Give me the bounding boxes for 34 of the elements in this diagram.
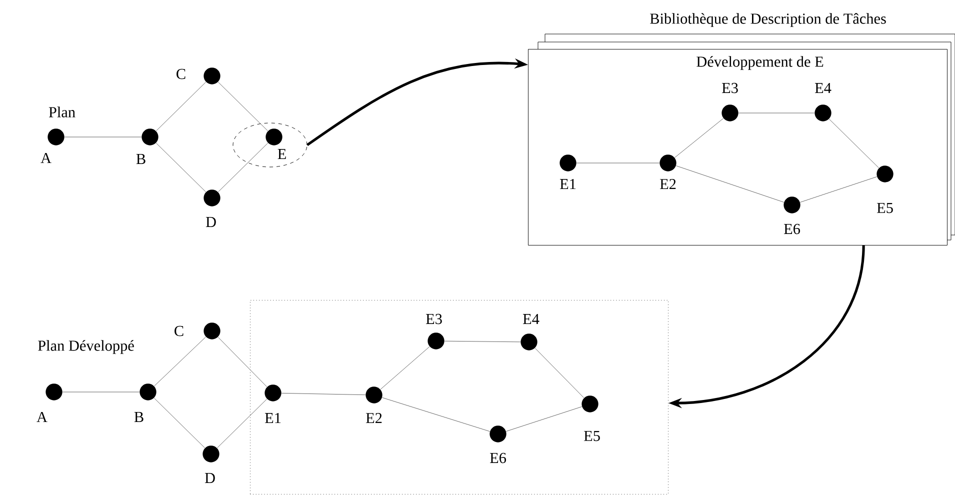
library-title: Bibliothèque de Description de Tâches (650, 13, 886, 27)
diagram-label: Plan Développé (38, 340, 134, 354)
connector-line (506, 406, 582, 432)
connector-line (218, 142, 268, 192)
connector-line (64, 136, 142, 138)
connector-line (281, 392, 366, 396)
node-label: A (36, 412, 48, 422)
dashed-ellipse (232, 122, 308, 168)
connector-line (380, 346, 430, 390)
node-label: E3 (426, 314, 442, 324)
node-label: A (40, 152, 52, 164)
connector-line (382, 397, 490, 432)
connector-line (218, 82, 268, 132)
connector-line (156, 142, 206, 192)
connector-line (444, 340, 521, 342)
connector-line (154, 336, 206, 386)
connector-line (534, 348, 584, 398)
connector-line (156, 82, 206, 132)
node-label: E1 (264, 412, 281, 424)
dotted-frame (250, 300, 668, 494)
connector-line (218, 336, 268, 388)
connector-line (154, 398, 206, 448)
node-label: B (136, 154, 146, 164)
node-label: E6 (490, 452, 506, 464)
node-label: D (204, 473, 215, 484)
node-label: E2 (366, 412, 382, 424)
node-label: E5 (584, 430, 600, 442)
node-label: B (134, 412, 144, 422)
node-label: C (174, 326, 184, 336)
node-label: E4 (522, 314, 540, 324)
node-label: D (206, 217, 216, 228)
node-label: C (176, 68, 186, 80)
node-label: E (278, 149, 286, 159)
connector-line (216, 398, 268, 448)
